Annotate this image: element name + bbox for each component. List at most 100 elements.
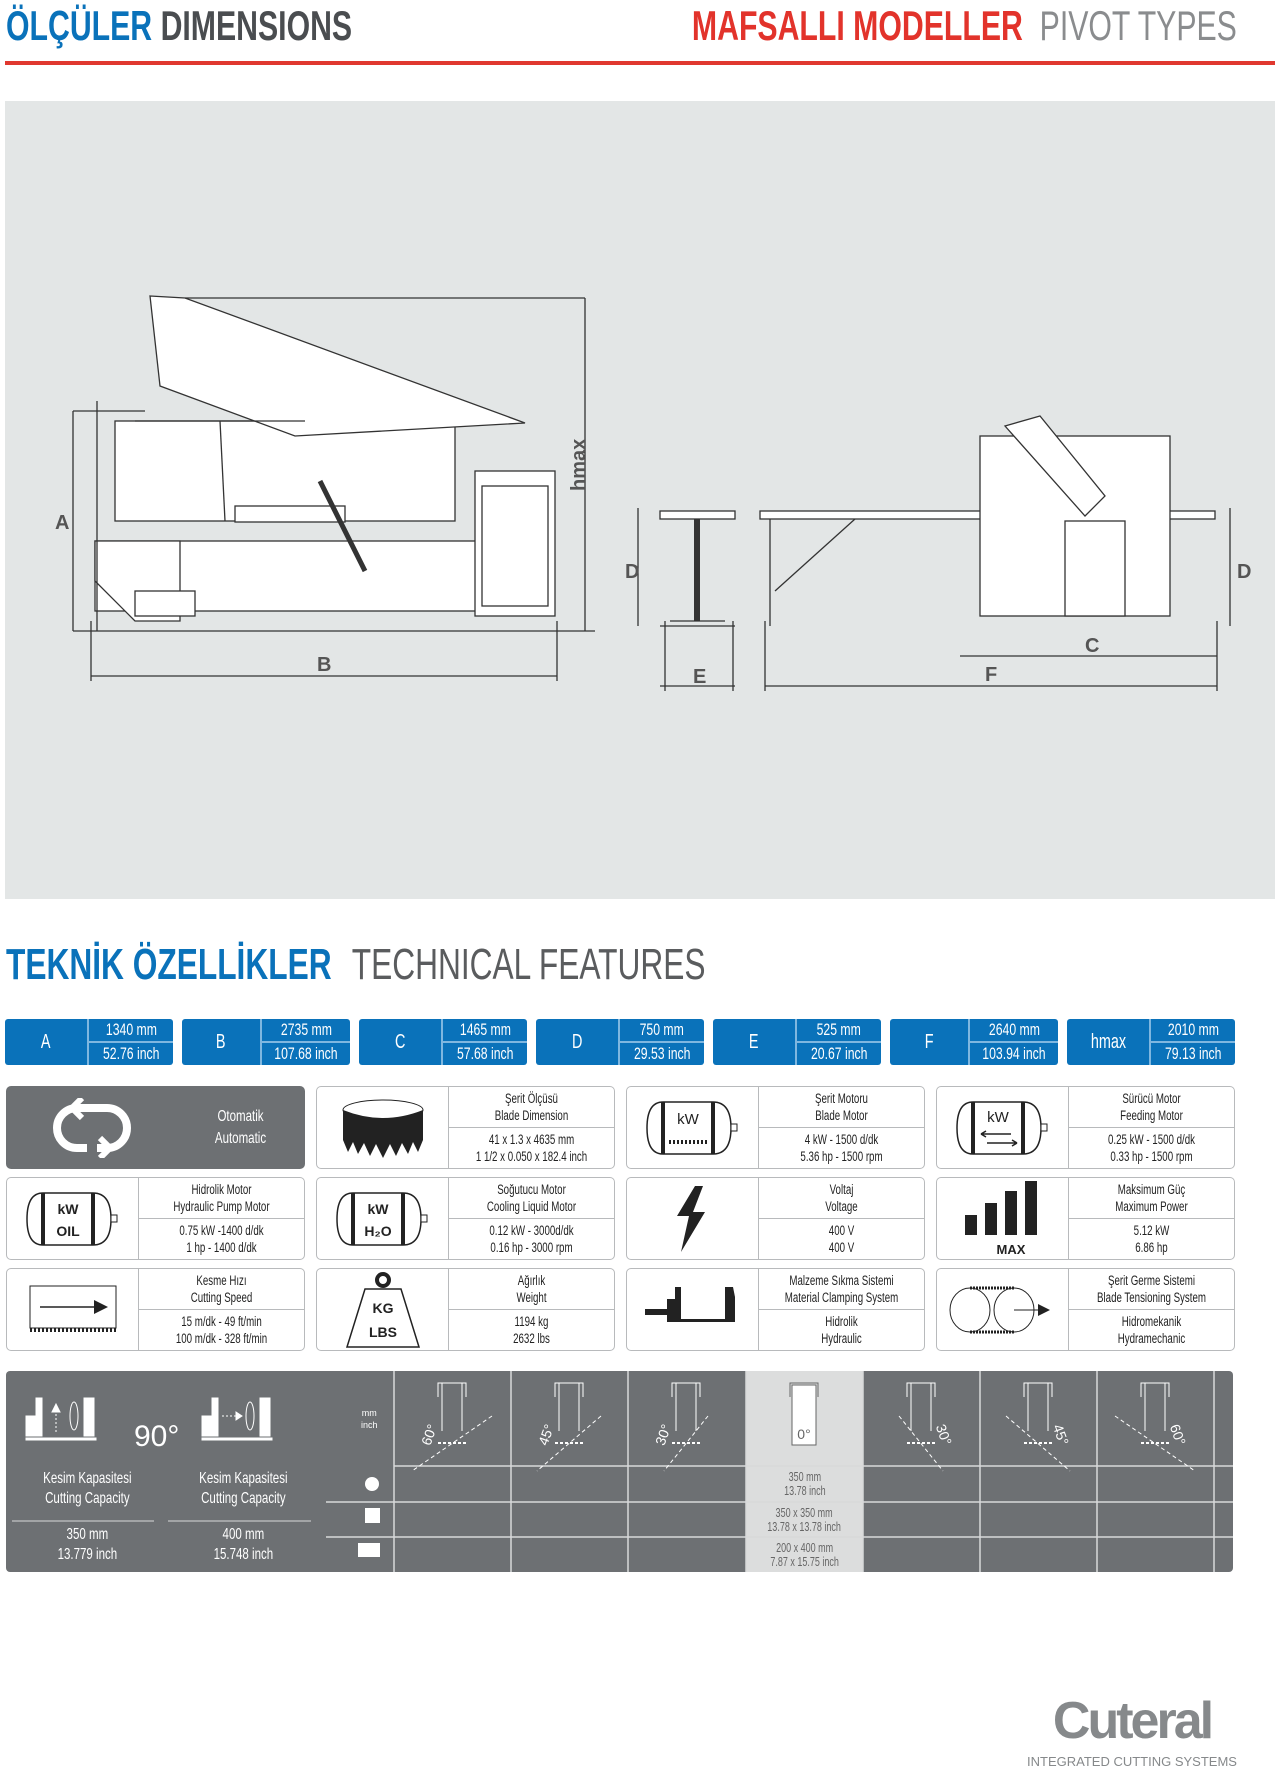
- feature-title-tr: Şerit Motoru: [815, 1091, 868, 1106]
- label-text: B: [216, 1030, 226, 1053]
- blade-motor-icon: kW: [627, 1087, 759, 1168]
- icon-text: LBS: [369, 1324, 397, 1340]
- units-inch: inch: [361, 1420, 378, 1430]
- vertical-feed-icon: [25, 1397, 97, 1441]
- dimension-mm: 525 mm: [797, 1019, 881, 1043]
- dimension-inch: 20.67 inch: [797, 1043, 881, 1065]
- heading-en: PIVOT TYPES: [1039, 2, 1237, 49]
- cuteral-logo: Cuteral INTEGRATED CUTTING SYSTEMS: [1027, 1692, 1237, 1775]
- feature-value-2: 1 hp - 1400 d/dk: [186, 1240, 257, 1255]
- icon-text: KG: [372, 1300, 393, 1316]
- feature-value-2: 0.33 hp - 1500 rpm: [1110, 1149, 1193, 1164]
- feature-value-1: Hidrolik: [825, 1314, 858, 1329]
- feature-value-2: 2632 lbs: [513, 1331, 550, 1346]
- feature-title-en: Blade Motor: [815, 1108, 868, 1123]
- feature-title-en: Cutting Speed: [190, 1290, 253, 1305]
- angle-label: 45°: [1050, 1422, 1072, 1447]
- feature-value-2: 100 m/dk - 328 ft/min: [175, 1331, 268, 1346]
- value-inch: 13.78 x 13.78 inch: [767, 1520, 842, 1534]
- dim-label-d-right: D: [1237, 561, 1251, 583]
- feature-title-tr: Hidrolik Motor: [191, 1182, 252, 1197]
- angle-45-icon: [536, 1382, 602, 1472]
- feature-value-2: 0.16 hp - 3000 rpm: [490, 1240, 573, 1255]
- value-mm: 750 mm: [639, 1020, 685, 1039]
- icon-text: kW: [677, 1111, 700, 1128]
- capacity-title-tr: Kesim Kapasitesi: [42, 1470, 132, 1487]
- feature-title-tr: Soğutucu Motor: [497, 1182, 566, 1197]
- units-mm: mm: [361, 1408, 377, 1418]
- dimension-mm: 1465 mm: [443, 1019, 527, 1043]
- capacity-grid: 60°45°30°0°30°45°60°: [12, 1371, 1233, 1572]
- value-inch: 7.87 x 15.75 inch: [770, 1555, 839, 1569]
- value-inch: 52.76 inch: [102, 1044, 160, 1063]
- angle-label: 0°: [797, 1426, 810, 1442]
- dimension-label: D: [536, 1019, 620, 1065]
- automatic-cycle-icon: [7, 1087, 177, 1168]
- capacity-left-1-values: 350 mm 13.779 inch: [12, 1525, 162, 1565]
- label-text: D: [571, 1030, 583, 1053]
- dimension-label: A: [5, 1019, 89, 1065]
- feature-value-2: 5.36 hp - 1500 rpm: [800, 1149, 883, 1164]
- feature-title-en: Maximum Power: [1115, 1199, 1188, 1214]
- label-text: E: [749, 1030, 759, 1053]
- weight-icon: KG LBS: [317, 1269, 449, 1350]
- dimension-inch: 79.13 inch: [1151, 1043, 1235, 1065]
- dimension-d: D 750 mm 29.53 inch: [536, 1019, 704, 1065]
- lightning-icon: [627, 1178, 759, 1259]
- angle-label: 45°: [535, 1422, 557, 1447]
- feature-value-2: 1 1/2 x 0.050 x 182.4 inch: [475, 1149, 588, 1164]
- dimension-inch: 57.68 inch: [443, 1043, 527, 1065]
- dimension-inch: 29.53 inch: [620, 1043, 704, 1065]
- logo-tagline: INTEGRATED CUTTING SYSTEMS: [1027, 1754, 1237, 1769]
- capacity-mm: 350 mm: [66, 1526, 108, 1543]
- angle-30-icon: [898, 1382, 944, 1472]
- dimension-inch: 52.76 inch: [89, 1043, 173, 1065]
- dimension-mm: 750 mm: [620, 1019, 704, 1043]
- capacity-inch: 13.779 inch: [57, 1546, 117, 1563]
- feature-value-1: 0.25 kW - 1500 d/dk: [1107, 1132, 1195, 1147]
- angle-90-label: 90°: [134, 1420, 180, 1453]
- icon-text: kW: [367, 1201, 389, 1217]
- capacity-title-tr: Kesim Kapasitesi: [198, 1470, 288, 1487]
- icon-text: H₂O: [364, 1223, 391, 1239]
- capacity-title-en: Cutting Capacity: [44, 1490, 130, 1507]
- value-inch: 29.53 inch: [633, 1044, 691, 1063]
- feature-title-en: Cooling Liquid Motor: [486, 1199, 577, 1214]
- angle-0-icon: [789, 1382, 819, 1446]
- angle-60-icon: [1114, 1382, 1196, 1472]
- icon-text: MAX: [996, 1242, 1025, 1257]
- cutting-speed-icon: [7, 1269, 139, 1350]
- round-section-icon: [365, 1477, 379, 1491]
- angle-label: 30°: [933, 1422, 955, 1447]
- value-inch: 103.94 inch: [982, 1044, 1046, 1063]
- feature-value-1: 4 kW - 1500 d/dk: [804, 1132, 879, 1147]
- dimension-mm: 2735 mm: [262, 1019, 350, 1043]
- blade-band-icon: [317, 1087, 449, 1168]
- dimension-inch: 103.94 inch: [970, 1043, 1058, 1065]
- dimension-mm: 1340 mm: [89, 1019, 173, 1043]
- machine-drawing-svg: A B D E C F D hmax: [55, 295, 1251, 691]
- heading-en: DIMENSIONS: [160, 2, 353, 49]
- feature-value-1: 0.75 kW -1400 d/dk: [179, 1223, 264, 1238]
- rect-section-icon: [358, 1543, 380, 1557]
- capacity-title-en: Cutting Capacity: [200, 1490, 286, 1507]
- dim-label-b: B: [317, 654, 331, 676]
- feature-title-tr: Sürücü Motor: [1122, 1091, 1181, 1106]
- feature-value-1: 5.12 kW: [1133, 1223, 1170, 1238]
- dim-label-hmax: hmax: [568, 439, 590, 491]
- angle-45-icon: [1005, 1382, 1071, 1472]
- feature-title-tr: Kesme Hızı: [196, 1273, 247, 1288]
